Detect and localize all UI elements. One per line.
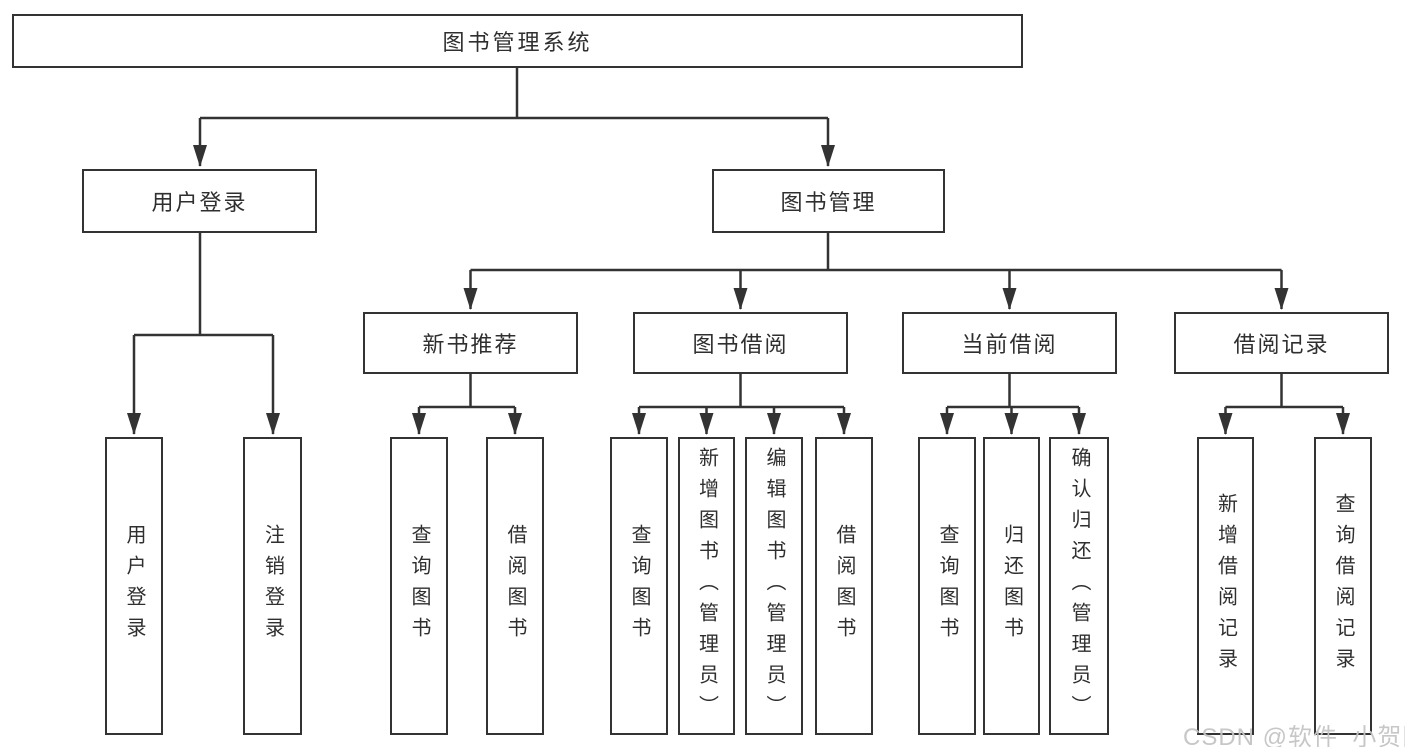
node-borrow-books-borrowing-label: 借阅图书 <box>833 524 855 648</box>
connector-new-books-children <box>412 374 522 435</box>
connector-borrowing-records-children <box>1218 374 1350 435</box>
node-book-borrowing-label: 图书借阅 <box>692 332 789 357</box>
node-logout-label: 注销登录 <box>261 524 284 648</box>
node-logout: 注销登录 <box>243 437 302 735</box>
node-query-books-current: 查询图书 <box>918 437 976 735</box>
node-add-borrow-record: 新增借阅记录 <box>1197 437 1254 735</box>
node-return-book: 归还图书 <box>983 437 1040 735</box>
node-current-borrowing-label: 当前借阅 <box>961 332 1058 357</box>
node-new-book-recommend-label: 新书推荐 <box>422 332 519 357</box>
connector-user-login-children <box>127 233 280 435</box>
node-book-borrowing: 图书借阅 <box>633 312 848 374</box>
connector-root-to-level2 <box>193 68 835 167</box>
node-borrow-books-newbooks: 借阅图书 <box>486 437 544 735</box>
node-query-books-current-label: 查询图书 <box>936 524 958 648</box>
node-confirm-return-admin-label: 确认归还（管理员） <box>1068 446 1090 726</box>
node-user-login: 用户登录 <box>82 169 317 233</box>
node-book-management-label: 图书管理 <box>780 190 877 215</box>
node-borrowing-records-label: 借阅记录 <box>1233 332 1330 357</box>
node-query-borrow-record: 查询借阅记录 <box>1314 437 1372 735</box>
csdn-watermark: CSDN @软件_小贺同学 <box>1183 724 1405 747</box>
node-root-system-label: 图书管理系统 <box>442 30 593 55</box>
node-new-book-recommend: 新书推荐 <box>363 312 578 374</box>
node-user-login-label: 用户登录 <box>151 190 248 215</box>
node-query-books-borrowing-label: 查询图书 <box>628 524 650 648</box>
node-edit-book-admin-label: 编辑图书（管理员） <box>763 446 785 726</box>
connector-book-borrowing-children <box>632 374 851 435</box>
node-edit-book-admin: 编辑图书（管理员） <box>745 437 803 735</box>
node-return-book-label: 归还图书 <box>1000 524 1023 648</box>
node-query-books-borrowing: 查询图书 <box>610 437 668 735</box>
node-query-borrow-record-label: 查询借阅记录 <box>1332 493 1354 679</box>
node-current-borrowing: 当前借阅 <box>902 312 1117 374</box>
node-add-book-admin: 新增图书（管理员） <box>678 437 735 735</box>
connector-current-borrowing-children <box>940 374 1086 435</box>
node-borrow-books-borrowing: 借阅图书 <box>815 437 873 735</box>
node-login: 用户登录 <box>105 437 163 735</box>
node-root-system: 图书管理系统 <box>12 14 1023 68</box>
node-borrowing-records: 借阅记录 <box>1174 312 1389 374</box>
connector-group <box>127 68 1350 435</box>
node-borrow-books-newbooks-label: 借阅图书 <box>504 524 526 648</box>
node-add-book-admin-label: 新增图书（管理员） <box>695 446 718 726</box>
node-query-books-newbooks: 查询图书 <box>390 437 448 735</box>
node-book-management: 图书管理 <box>712 169 945 233</box>
connector-book-mgmt-children <box>463 233 1289 310</box>
node-login-label: 用户登录 <box>123 524 145 648</box>
node-query-books-newbooks-label: 查询图书 <box>408 524 430 648</box>
node-add-borrow-record-label: 新增借阅记录 <box>1214 493 1237 679</box>
node-confirm-return-admin: 确认归还（管理员） <box>1049 437 1109 735</box>
